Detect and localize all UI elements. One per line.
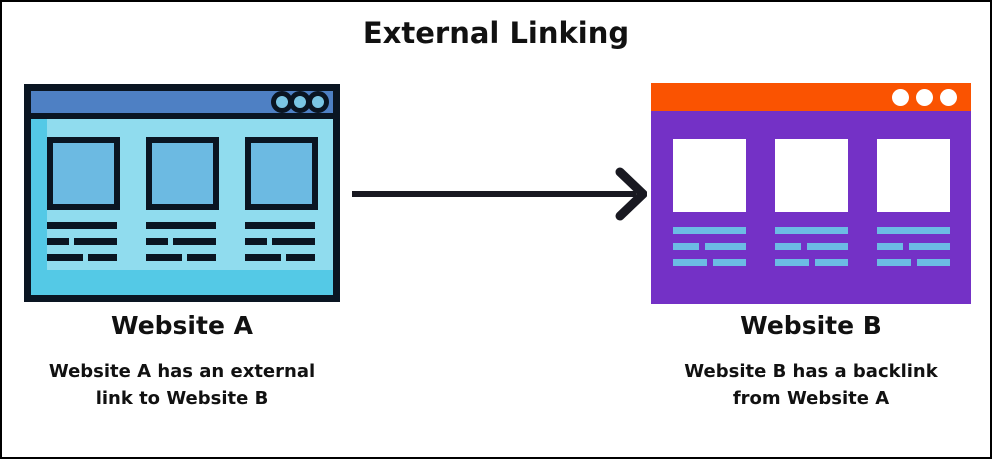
thumbnail-box [877,139,950,212]
caption-line: from Website A [732,388,890,409]
website-a-label: Website A [111,311,253,340]
caption-line: Website B has a backlink [684,361,938,382]
text-bar [245,238,267,245]
text-bars [877,227,950,266]
text-bars [673,227,746,266]
thumbnail-box [245,137,318,210]
text-bar [245,222,315,229]
window-dot-icon [892,88,909,106]
browser-window-b [651,83,971,304]
text-bars [47,222,120,261]
content-column [47,137,120,270]
window-dot-icon [940,88,957,106]
text-bar [272,238,315,245]
content-column [245,137,318,270]
text-bar [815,259,848,266]
text-bar [775,243,801,250]
thumbnail-box [673,139,746,212]
window-b-body [651,111,971,304]
website-a-caption: Website A has an external link to Websit… [32,358,332,412]
text-bar [187,254,216,261]
text-bar [173,238,216,245]
caption-line: link to Website B [95,388,269,409]
text-bar [245,254,281,261]
window-a-titlebar [31,91,333,119]
text-bar [877,259,911,266]
content-column [673,139,746,275]
text-bar [146,222,216,229]
text-bar [877,227,950,234]
text-bar [917,259,950,266]
diagram-title: External Linking [362,16,630,50]
text-bar [713,259,746,266]
thumbnail-box [47,137,120,210]
window-b-columns [673,139,950,275]
website-b-caption: Website B has a backlink from Website A [661,358,961,412]
window-a-body [31,119,333,295]
text-bar [74,238,117,245]
text-bar [146,238,168,245]
text-bar [146,254,182,261]
window-b-titlebar [651,83,971,111]
text-bar [673,259,707,266]
content-column [775,139,848,275]
window-a-content-panel [47,119,333,270]
text-bar [775,259,809,266]
text-bar [705,243,746,250]
website-b-label: Website B [740,311,882,340]
text-bar [47,254,83,261]
text-bar [88,254,117,261]
text-bar [807,243,848,250]
thumbnail-box [775,139,848,212]
browser-window-a [24,84,340,302]
text-bar [775,227,848,234]
thumbnail-box [146,137,219,210]
text-bar [47,238,69,245]
text-bar [47,222,117,229]
content-column [877,139,950,275]
text-bars [245,222,318,261]
window-a-columns [47,137,318,270]
external-link-arrow-icon [352,167,647,221]
window-dot-icon [916,88,933,106]
text-bars [146,222,219,261]
text-bar [673,243,699,250]
text-bar [673,227,746,234]
window-dot-icon [307,91,329,113]
text-bar [877,243,903,250]
text-bar [286,254,315,261]
caption-line: Website A has an external [48,361,316,382]
text-bar [909,243,950,250]
content-column [146,137,219,270]
text-bars [775,227,848,266]
